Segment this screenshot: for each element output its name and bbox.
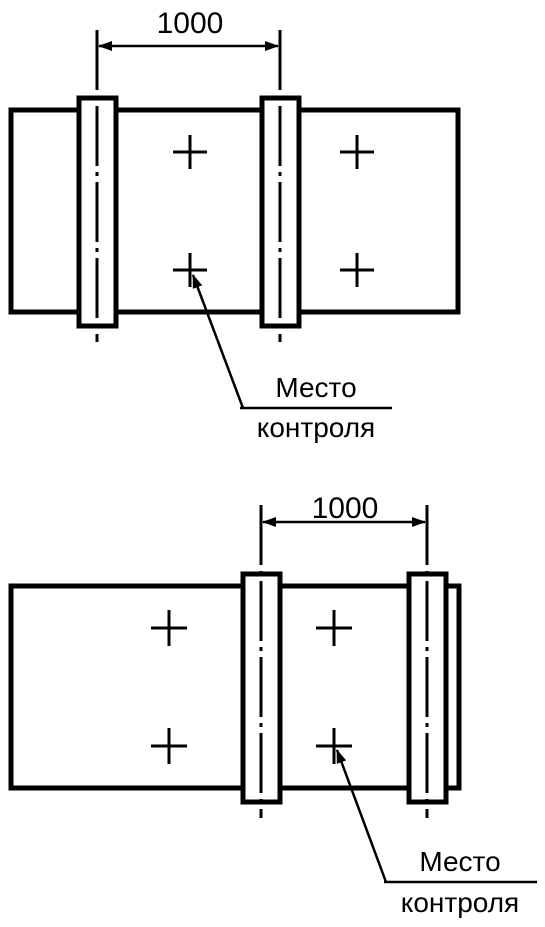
control-points-1 — [173, 135, 374, 287]
cross-mark — [316, 610, 352, 646]
flange-1-right — [259, 30, 302, 342]
callout-label-2-line2: контроля — [401, 887, 519, 918]
cross-mark — [316, 728, 352, 764]
flange-1-left — [76, 30, 119, 342]
dimension-label-1: 1000 — [157, 7, 224, 40]
callout-label-2-line1: Место — [419, 846, 500, 877]
cross-mark — [340, 135, 374, 169]
cross-mark — [151, 610, 187, 646]
leader-line-1 — [191, 274, 245, 409]
cross-mark — [173, 135, 207, 169]
flange-2-left — [240, 505, 283, 818]
cross-mark — [340, 253, 374, 287]
control-points-2 — [151, 610, 352, 764]
cross-mark — [173, 253, 207, 287]
callout-label-1-line1: Место — [275, 372, 356, 403]
callout-label-1-line2: контроля — [257, 412, 375, 443]
dimension-label-2: 1000 — [312, 492, 379, 525]
figure-1 — [8, 30, 461, 410]
pipe-body-2 — [8, 583, 462, 791]
flange-2-right — [406, 505, 449, 818]
figure-2 — [8, 505, 537, 884]
leader-line-2 — [335, 749, 388, 883]
cross-mark — [151, 728, 187, 764]
